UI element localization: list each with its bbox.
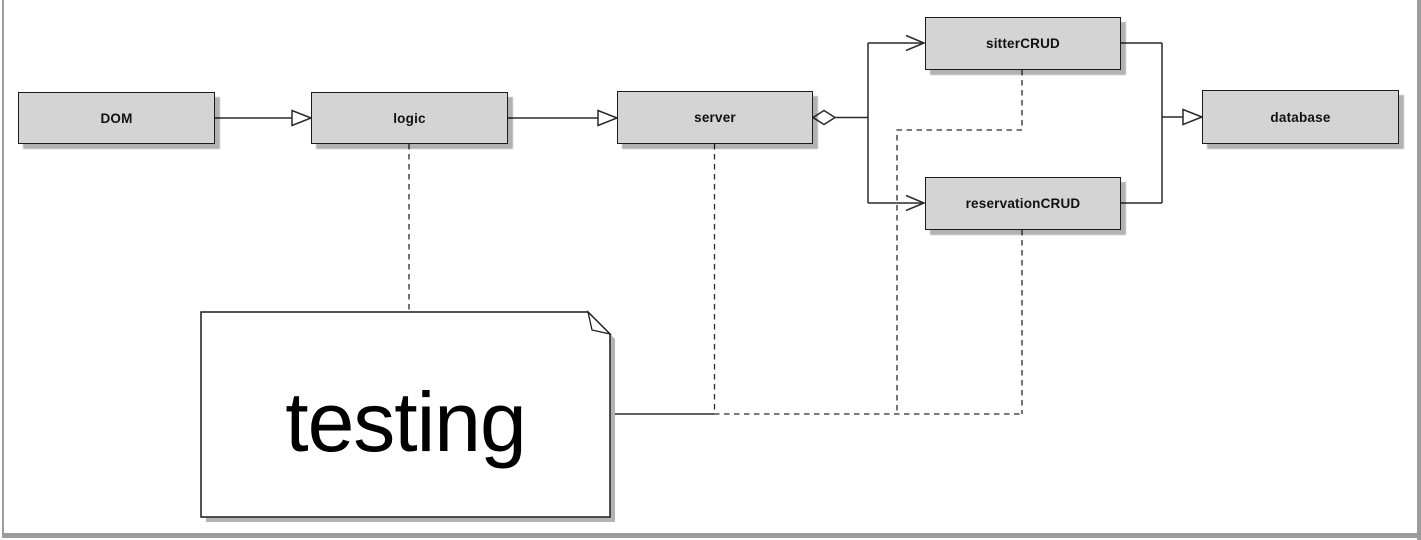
- edge-server-cruds[interactable]: [811, 34, 926, 212]
- edge-note-sitter-crud[interactable]: [896, 70, 1023, 414]
- node-logic[interactable]: logic: [311, 92, 508, 144]
- edge-logic-server[interactable]: [508, 109, 620, 127]
- node-reservation-crud[interactable]: reservationCRUD: [925, 177, 1121, 230]
- edge-dom-logic[interactable]: [215, 109, 314, 127]
- note-fold-corner-icon: [586, 309, 613, 336]
- node-dom-label: DOM: [100, 110, 133, 126]
- open-chevron-arrow-icon: [905, 194, 926, 212]
- node-sitter-crud[interactable]: sitterCRUD: [925, 17, 1121, 70]
- node-database-label: database: [1270, 109, 1331, 125]
- edge-cruds-database[interactable]: [1121, 42, 1205, 204]
- node-sitter-crud-label: sitterCRUD: [985, 36, 1060, 51]
- note-shape[interactable]: [200, 309, 615, 522]
- node-logic-label: logic: [393, 110, 426, 126]
- window-left-border: [2, 0, 4, 538]
- hollow-triangle-arrow-icon: [597, 109, 620, 127]
- hollow-triangle-arrow-icon: [291, 109, 314, 127]
- hollow-diamond-icon: [811, 109, 837, 126]
- node-reservation-crud-label: reservationCRUD: [965, 196, 1081, 211]
- node-server[interactable]: server: [617, 91, 813, 144]
- node-dom[interactable]: DOM: [18, 92, 215, 144]
- hollow-triangle-arrow-icon: [1182, 108, 1205, 126]
- vertical-scrollbar[interactable]: [1417, 0, 1421, 540]
- node-database[interactable]: database: [1202, 90, 1399, 144]
- horizontal-scrollbar[interactable]: [2, 533, 1421, 538]
- node-server-label: server: [694, 110, 736, 125]
- open-chevron-arrow-icon: [905, 34, 926, 52]
